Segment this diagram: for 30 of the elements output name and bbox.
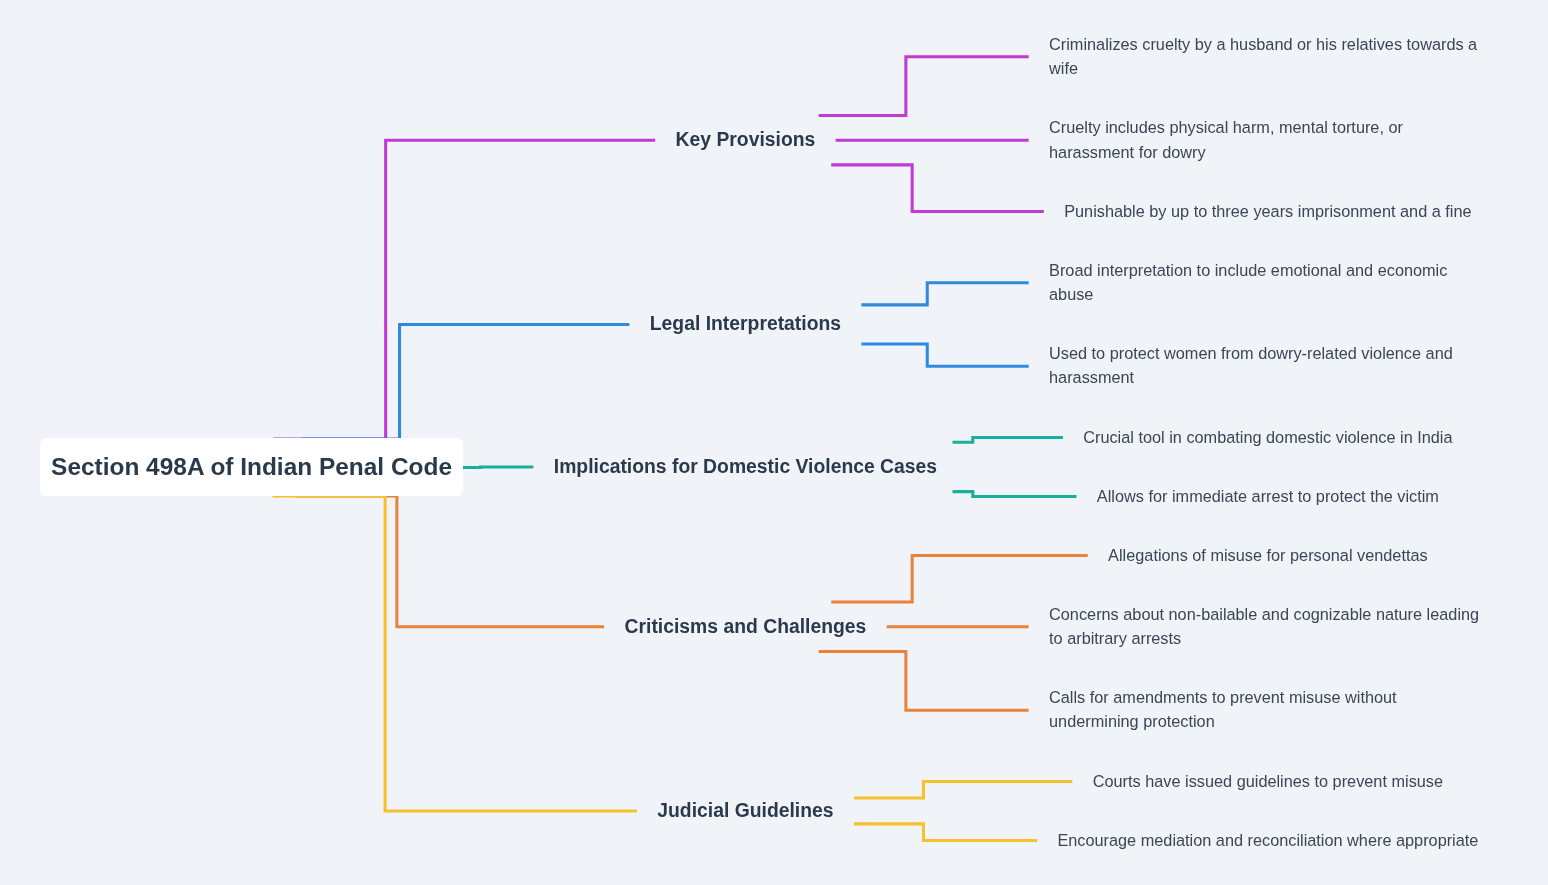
connector — [831, 163, 1044, 213]
node-text: Crucial tool in combating domestic violence in India — [1083, 428, 1453, 446]
node-text: Key Provisions — [675, 128, 816, 151]
node-text: Cruelty includes physical harm, mental torture, or harassment for dowry — [1049, 118, 1403, 161]
node-text: Judicial Guidelines — [657, 799, 834, 821]
connector — [835, 138, 1029, 142]
node-text: Encourage mediation and reconciliation where appropriate — [1057, 831, 1479, 849]
connector — [818, 55, 1029, 118]
node-text: Criticisms and Challenges — [624, 615, 867, 637]
node-text: Courts have issued guidelines to prevent misuse — [1092, 772, 1444, 790]
connector — [861, 281, 1029, 307]
connector — [831, 553, 1088, 604]
node-text: Used to protect women from dowry-related violence and harassment — [1049, 344, 1453, 387]
node-text: Calls for amendments to prevent misuse without undermining protection — [1049, 688, 1397, 731]
node-text: Implications for Domestic Violence Cases — [553, 455, 938, 477]
node-text: Concerns about non-bailable and cognizable nature leading to arbitrary arrests — [1049, 605, 1480, 648]
connector — [952, 435, 1063, 444]
connector — [861, 342, 1029, 368]
connector — [853, 822, 1038, 842]
node-text: Allegations of misuse for personal vendettas — [1108, 546, 1428, 564]
node-text: Allows for immediate arrest to protect the victim — [1096, 487, 1439, 505]
node-text: Punishable by up to three years imprisonment and a fine — [1064, 202, 1472, 220]
node-text: Criminalizes cruelty by a husband or his relatives towards a wife — [1049, 35, 1478, 78]
node-text: Broad interpretation to include emotional and economic abuse — [1049, 261, 1448, 304]
connector — [886, 625, 1029, 629]
connector — [818, 649, 1029, 712]
connector — [853, 779, 1073, 800]
connector — [462, 465, 534, 469]
node-text: Legal Interpretations — [649, 312, 842, 335]
connector — [952, 490, 1077, 498]
